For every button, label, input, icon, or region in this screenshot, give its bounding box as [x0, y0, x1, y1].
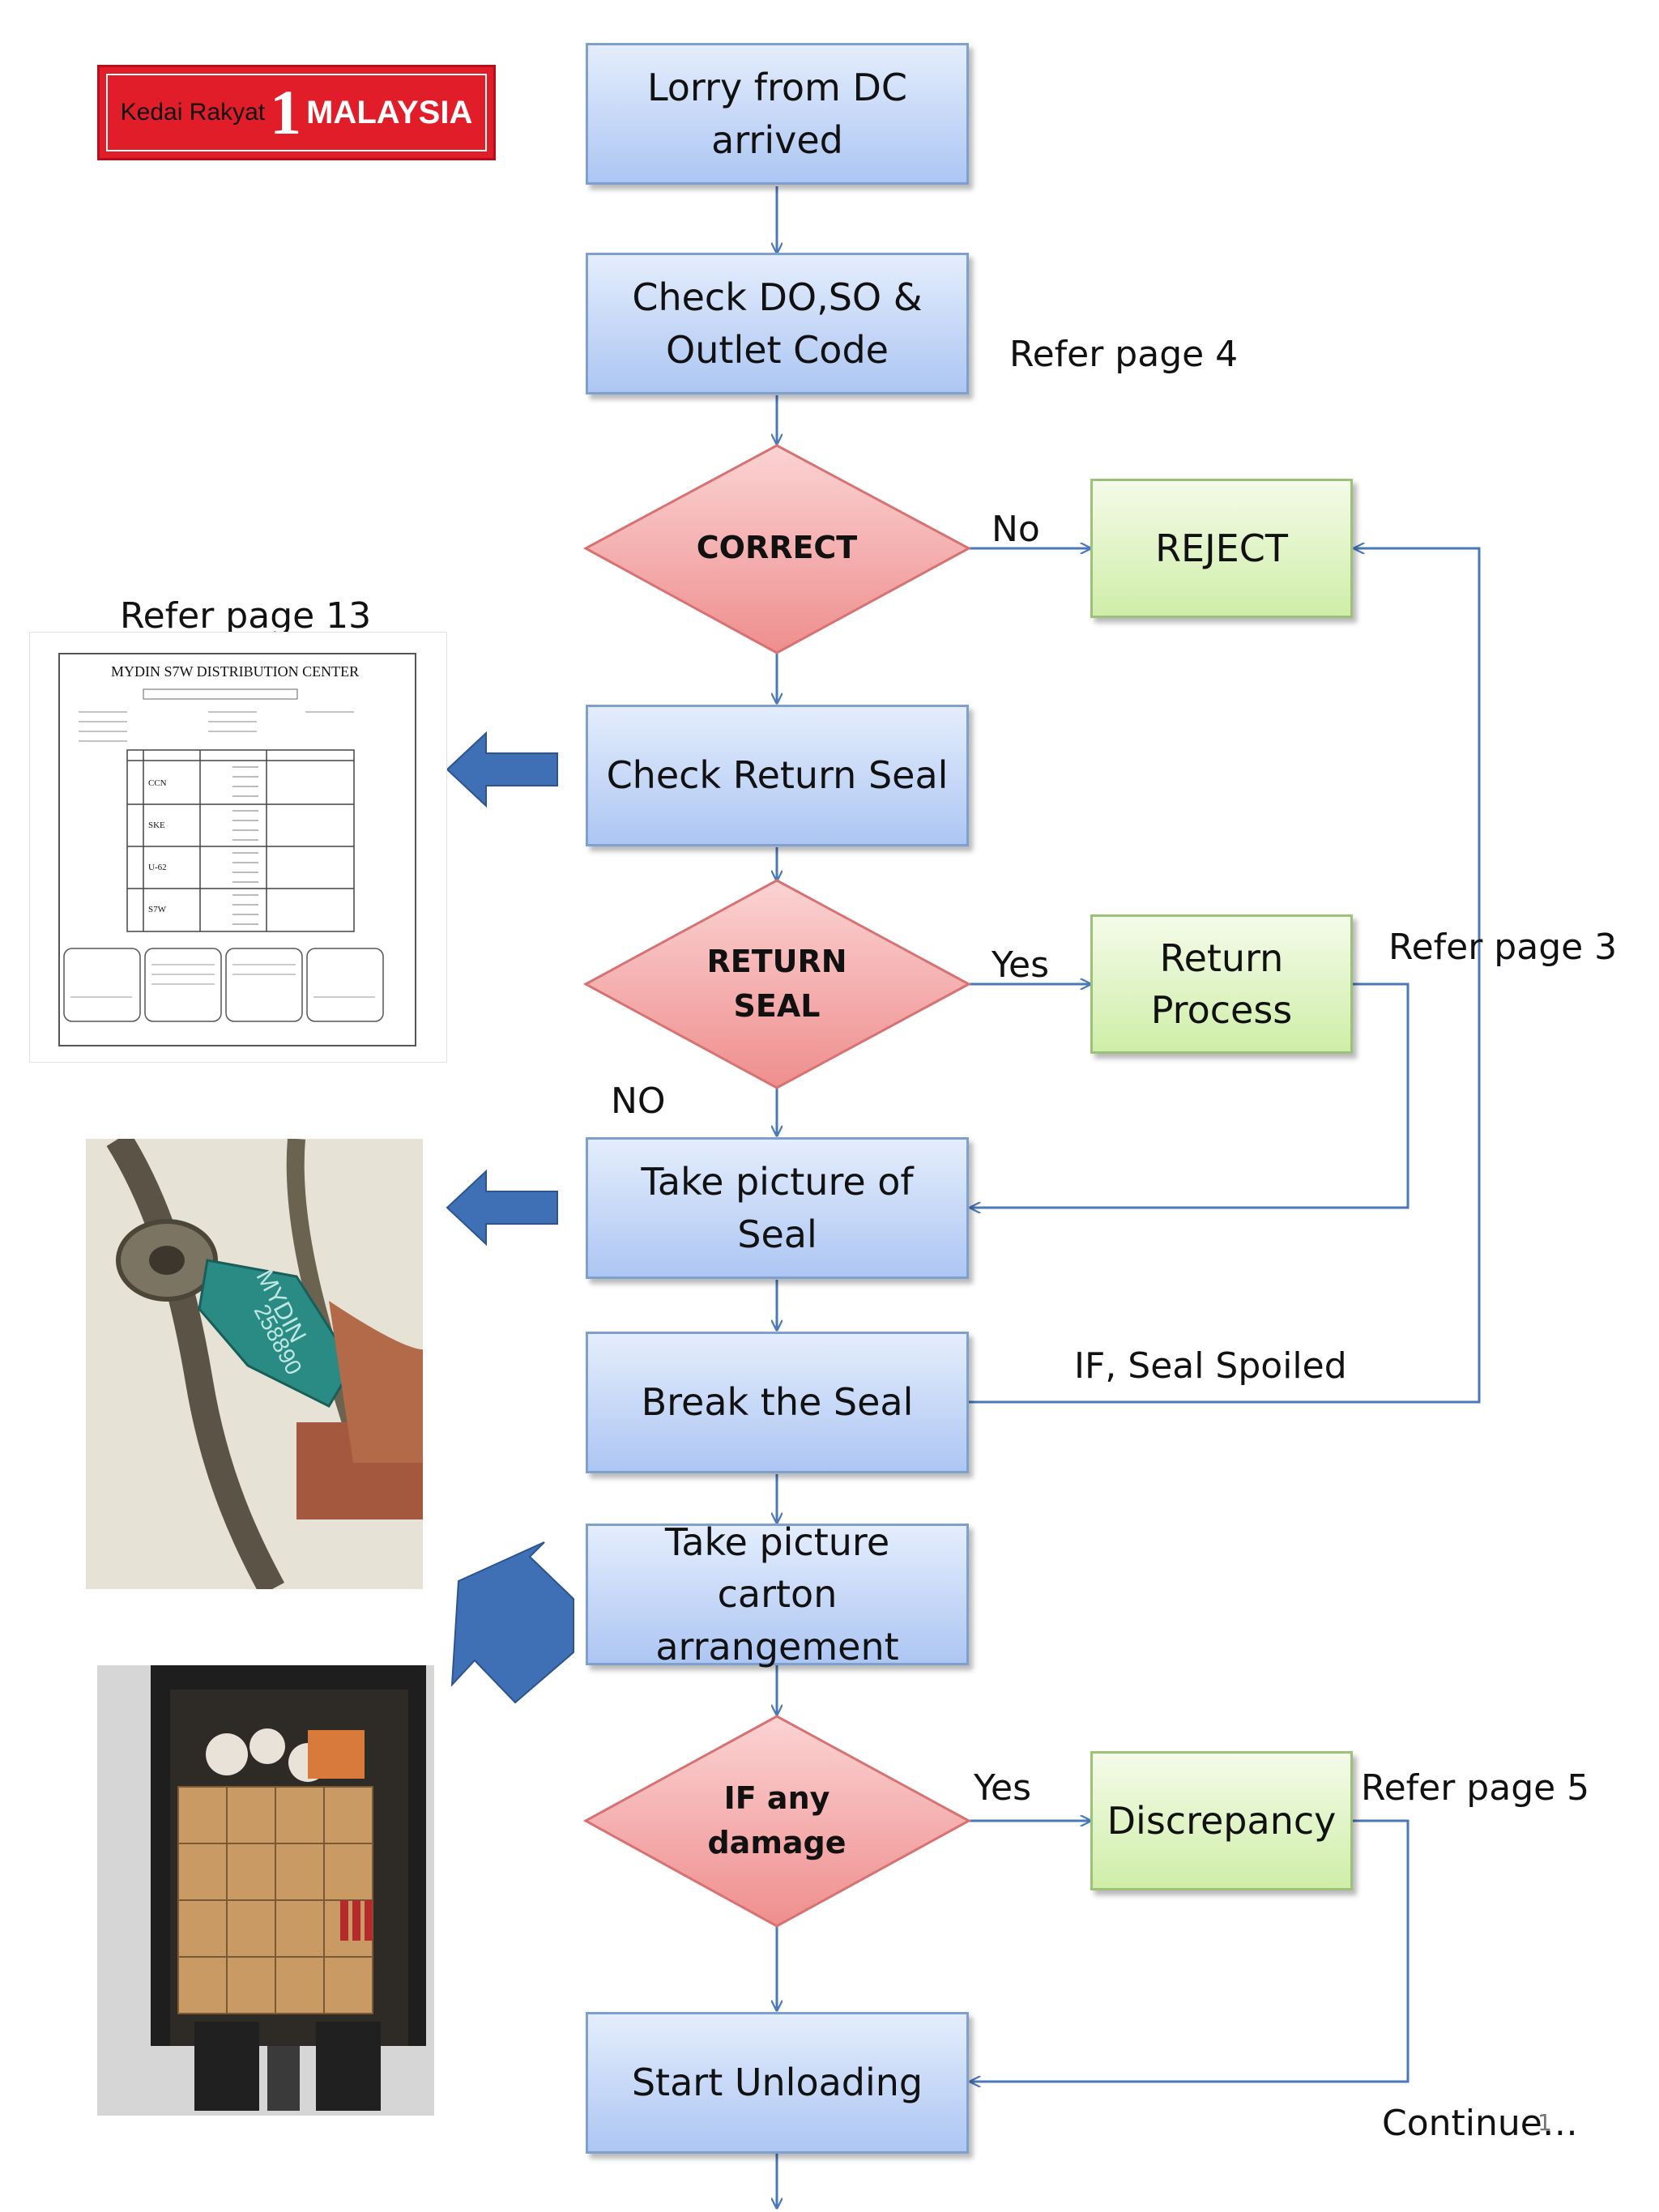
logo-text-right: MALAYSIA	[306, 94, 473, 130]
step-check-return-seal: Check Return Seal	[586, 705, 969, 846]
step-take-picture-seal: Take picture of Seal	[586, 1137, 969, 1279]
step-check-do-label: Check DO,SO & Outlet Code	[632, 275, 923, 372]
logo-text-left: Kedai Rakyat	[120, 99, 266, 126]
pointer-arrow-carton-photo	[450, 1541, 574, 1704]
decision-correct-label: CORRECT	[696, 530, 858, 566]
outcome-reject: REJECT	[1090, 479, 1353, 618]
step-break-seal: Break the Seal	[586, 1332, 969, 1473]
outcome-discrepancy: Discrepancy	[1090, 1751, 1353, 1890]
outcome-return-process: Return Process	[1090, 914, 1353, 1054]
document-thumbnail: MYDIN S7W DISTRIBUTION CENTER CCN SKE U-…	[29, 632, 447, 1063]
document-row-s7w: S7W	[148, 905, 166, 914]
document-drawing	[58, 653, 416, 1046]
pointer-arrow-seal-photo	[446, 1169, 558, 1247]
step-take-picture-carton: Take picture carton arrangement	[586, 1520, 969, 1669]
step-start-unloading: Start Unloading	[586, 2012, 969, 2154]
decision-correct: CORRECT	[683, 512, 871, 585]
step-check-return-seal-label: Check Return Seal	[606, 753, 949, 798]
carton-photo-drawing	[97, 1665, 434, 2116]
document-row-u62: U-62	[148, 863, 167, 872]
decision-damage-shape	[582, 1715, 972, 1928]
pointer-arrow-document	[446, 731, 558, 808]
edge-label-no: No	[992, 509, 1040, 550]
step-lorry-arrived-label: Lorry from DC arrived	[646, 66, 908, 162]
arrow-seal-spoiled-to-reject	[969, 548, 1481, 1404]
step-take-picture-seal-label: Take picture of Seal	[641, 1160, 914, 1256]
decision-any-damage-label: IF any damage	[707, 1779, 847, 1860]
seal-photo: MYDIN 258890	[86, 1139, 423, 1589]
document-title: MYDIN S7W DISTRIBUTION CENTER	[111, 663, 360, 680]
kedai-rakyat-logo: Kedai Rakyat 1 MALAYSIA	[97, 65, 496, 160]
edge-label-seal-spoiled: IF, Seal Spoiled	[1074, 1345, 1347, 1387]
decision-correct-shape	[582, 444, 972, 654]
carton-photo	[97, 1665, 434, 2116]
page-number: 1	[1537, 2109, 1552, 2136]
logo-numeral: 1	[270, 77, 302, 147]
decision-return-seal: RETURN SEAL	[699, 936, 855, 1033]
outcome-discrepancy-label: Discrepancy	[1107, 1798, 1337, 1843]
reference-page-4: Refer page 4	[1009, 334, 1239, 375]
document-row-ccn: CCN	[148, 778, 167, 788]
step-check-do: Check DO,SO & Outlet Code	[586, 253, 969, 394]
decision-any-damage: IF any damage	[699, 1772, 855, 1869]
edge-label-yes-return: Yes	[992, 944, 1050, 986]
decision-return-seal-label: RETURN SEAL	[706, 943, 847, 1024]
step-start-unloading-label: Start Unloading	[631, 2061, 923, 2105]
reference-page-13: Refer page 13	[120, 595, 372, 637]
logo-inner-frame: Kedai Rakyat 1 MALAYSIA	[106, 74, 487, 151]
reference-page-5: Refer page 5	[1361, 1767, 1590, 1809]
arrow-return-process-to-take-picture	[970, 982, 1410, 1208]
step-break-seal-label: Break the Seal	[641, 1380, 914, 1425]
outcome-return-process-label: Return Process	[1150, 936, 1293, 1032]
step-lorry-arrived: Lorry from DC arrived	[586, 43, 969, 185]
step-take-picture-carton-label: Take picture carton arrangement	[655, 1519, 899, 1669]
decision-return-seal-shape	[582, 879, 972, 1089]
continue-label: Continue…	[1382, 2103, 1578, 2144]
arrow-discrepancy-to-unloading	[970, 1819, 1410, 2082]
reference-page-3: Refer page 3	[1388, 927, 1618, 968]
edge-label-yes-damage: Yes	[974, 1767, 1032, 1809]
edge-label-no-return: NO	[611, 1080, 666, 1122]
outcome-reject-label: REJECT	[1155, 526, 1288, 570]
document-row-ske: SKE	[148, 820, 165, 830]
seal-photo-drawing	[86, 1139, 423, 1589]
